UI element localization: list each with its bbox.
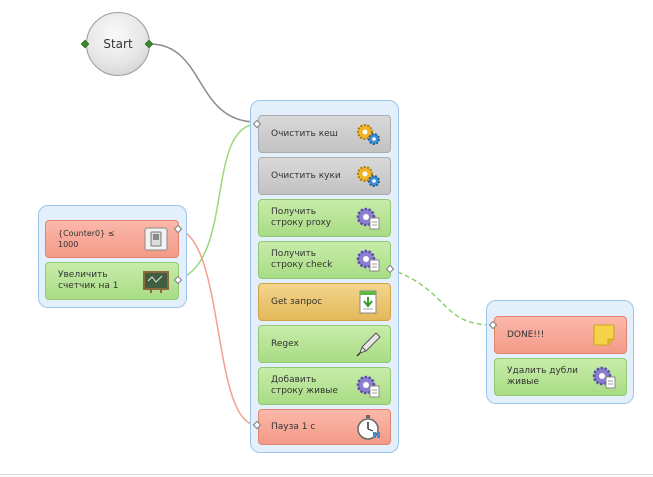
gear-document-icon [590, 363, 618, 391]
switch-icon [142, 225, 170, 253]
stopwatch-icon [354, 413, 382, 441]
start-label: Start [103, 37, 133, 51]
condition-label: {Counter0} ≤ 1000 [58, 229, 115, 249]
link-check-to-done [389, 268, 494, 326]
clear-cache-block[interactable]: Очистить кеш [258, 115, 391, 153]
clear-cache-label: Очистить кеш [271, 128, 338, 139]
pen-nib-icon [354, 330, 382, 358]
gears-icon [354, 120, 382, 148]
gear-document-icon [354, 372, 382, 400]
get-request-block[interactable]: Get запрос [258, 283, 391, 321]
chalkboard-icon [142, 267, 170, 295]
get-proxy-label: Получить строку proxy [271, 207, 332, 228]
get-request-label: Get запрос [271, 296, 323, 307]
increment-block[interactable]: Увеличить счетчик на 1 [45, 262, 179, 300]
regex-label: Regex [271, 338, 299, 349]
condition-block[interactable]: {Counter0} ≤ 1000 [45, 220, 179, 258]
download-document-icon [354, 288, 382, 316]
pause-label: Пауза 1 с [271, 421, 316, 432]
gear-document-icon [354, 204, 382, 232]
get-check-label: Получить строку check [271, 249, 333, 270]
clear-cookies-label: Очистить куки [271, 170, 341, 181]
pause-block[interactable]: Пауза 1 с [258, 409, 391, 445]
gears-icon [354, 162, 382, 190]
bottom-divider [0, 474, 653, 475]
clear-cookies-block[interactable]: Очистить куки [258, 157, 391, 195]
start-node[interactable]: Start [86, 12, 150, 76]
link-start-to-clear-cache [149, 43, 257, 123]
add-alive-label: Добавить строку живые [271, 375, 338, 396]
remove-duplicates-block[interactable]: Удалить дубли живые [494, 358, 627, 396]
get-proxy-block[interactable]: Получить строку proxy [258, 199, 391, 237]
link-condition-to-pause [177, 228, 257, 426]
get-check-block[interactable]: Получить строку check [258, 241, 391, 279]
done-block[interactable]: DONE!!! [494, 316, 627, 354]
done-label: DONE!!! [507, 329, 545, 340]
increment-label: Увеличить счетчик на 1 [58, 270, 119, 291]
regex-block[interactable]: Regex [258, 325, 391, 363]
link-increment-to-clear-cache [176, 123, 257, 281]
gear-document-icon [354, 246, 382, 274]
sticky-note-icon [590, 321, 618, 349]
add-alive-block[interactable]: Добавить строку живые [258, 367, 391, 405]
remove-duplicates-label: Удалить дубли живые [507, 366, 578, 387]
